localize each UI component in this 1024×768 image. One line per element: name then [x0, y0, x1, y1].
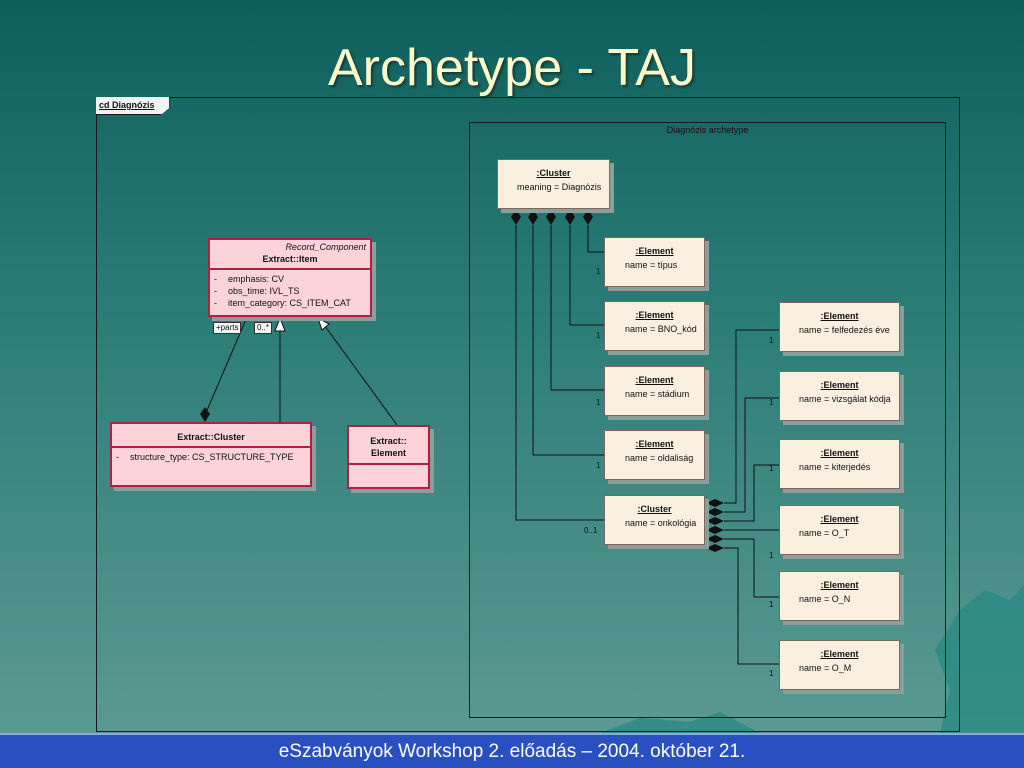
multiplicity-label: 1	[769, 669, 774, 678]
object-name: :Element	[820, 448, 859, 458]
object-attribute: name = típus	[625, 260, 678, 270]
object-attribute: name = O_N	[799, 594, 851, 604]
class-name: Extract::Item	[262, 254, 318, 264]
element-object-vizsgalat-kodja[interactable]: :Element name = vizsgálat kódja	[779, 371, 900, 421]
object-name: :Cluster	[637, 504, 672, 514]
slide-footer: eSzabványok Workshop 2. előadás – 2004. …	[0, 733, 1024, 768]
element-object-oldalisag[interactable]: :Element name = oldaliság	[604, 430, 705, 480]
multiplicity-label: 0..1	[584, 526, 598, 535]
multiplicity-label: 1	[769, 398, 774, 407]
object-name: :Element	[820, 514, 859, 524]
element-object-o-t[interactable]: :Element name = O_T	[779, 505, 900, 555]
object-attribute: name = onkológia	[625, 518, 697, 528]
object-name: :Element	[820, 311, 859, 321]
object-attribute: name = O_T	[799, 528, 850, 538]
multiplicity-label: 1	[769, 464, 774, 473]
object-name: :Element	[635, 310, 674, 320]
object-name: :Element	[820, 580, 859, 590]
object-name: :Cluster	[536, 168, 571, 178]
class-attribute: -obs_time: IVL_TS	[214, 286, 300, 296]
element-object-kiterjedes[interactable]: :Element name = kiterjedés	[779, 439, 900, 489]
extract-element-class[interactable]: Extract:: Element	[347, 425, 430, 489]
object-name: :Element	[820, 649, 859, 659]
extract-cluster-class[interactable]: Extract::Cluster -structure_type: CS_STR…	[110, 422, 312, 487]
element-object-o-n[interactable]: :Element name = O_N	[779, 571, 900, 621]
multiplicity-label: 1	[596, 331, 601, 340]
object-attribute: name = vizsgálat kódja	[799, 394, 891, 404]
object-attribute: name = stádium	[625, 389, 690, 399]
extract-item-class[interactable]: Record_Component Extract::Item -emphasis…	[208, 238, 372, 317]
root-cluster-object[interactable]: :Cluster meaning = Diagnózis	[497, 159, 610, 209]
object-attribute: name = oldaliság	[625, 453, 694, 463]
multiplicity-label: 1	[596, 398, 601, 407]
element-object-stadium[interactable]: :Element name = stádium	[604, 366, 705, 416]
object-attribute: meaning = Diagnózis	[517, 182, 602, 192]
object-name: :Element	[635, 246, 674, 256]
diagram-frame	[96, 97, 960, 732]
class-attribute: -item_category: CS_ITEM_CAT	[214, 298, 351, 308]
element-object-bno-kod[interactable]: :Element name = BNO_kód	[604, 301, 705, 351]
onkologia-cluster-object[interactable]: :Cluster name = onkológia	[604, 495, 705, 545]
element-object-o-m[interactable]: :Element name = O_M	[779, 640, 900, 690]
object-name: :Element	[820, 380, 859, 390]
element-object-felfedezes-eve[interactable]: :Element name = felfedezés éve	[779, 302, 900, 352]
class-attribute: -emphasis: CV	[214, 274, 285, 284]
class-name: Extract:: Element	[370, 436, 407, 458]
object-attribute: name = O_M	[799, 663, 852, 673]
object-attribute: name = felfedezés éve	[799, 325, 890, 335]
multiplicity-label: 1	[769, 600, 774, 609]
diagram-frame-tag: cd Diagnózis	[96, 97, 170, 115]
class-name: Extract::Cluster	[177, 432, 245, 442]
parts-multiplicity-label: 0..*	[254, 322, 273, 334]
archetype-frame-title: Diagnózis archetype	[666, 125, 749, 135]
parts-role-label: +parts	[213, 322, 242, 334]
archetype-frame	[469, 122, 946, 718]
class-divider	[349, 463, 428, 465]
multiplicity-label: 1	[769, 551, 774, 560]
multiplicity-label: 1	[769, 336, 774, 345]
multiplicity-label: 1	[596, 267, 601, 276]
multiplicity-label: 1	[596, 461, 601, 470]
class-attribute: -structure_type: CS_STRUCTURE_TYPE	[116, 452, 294, 462]
object-name: :Element	[635, 439, 674, 449]
element-object-tipus[interactable]: :Element name = típus	[604, 237, 705, 287]
class-divider	[210, 268, 370, 270]
class-divider	[112, 446, 310, 448]
object-name: :Element	[635, 375, 674, 385]
slide-title: Archetype - TAJ	[328, 39, 696, 97]
class-stereotype: Record_Component	[285, 242, 366, 252]
object-attribute: name = BNO_kód	[625, 324, 697, 334]
object-attribute: name = kiterjedés	[799, 462, 871, 472]
